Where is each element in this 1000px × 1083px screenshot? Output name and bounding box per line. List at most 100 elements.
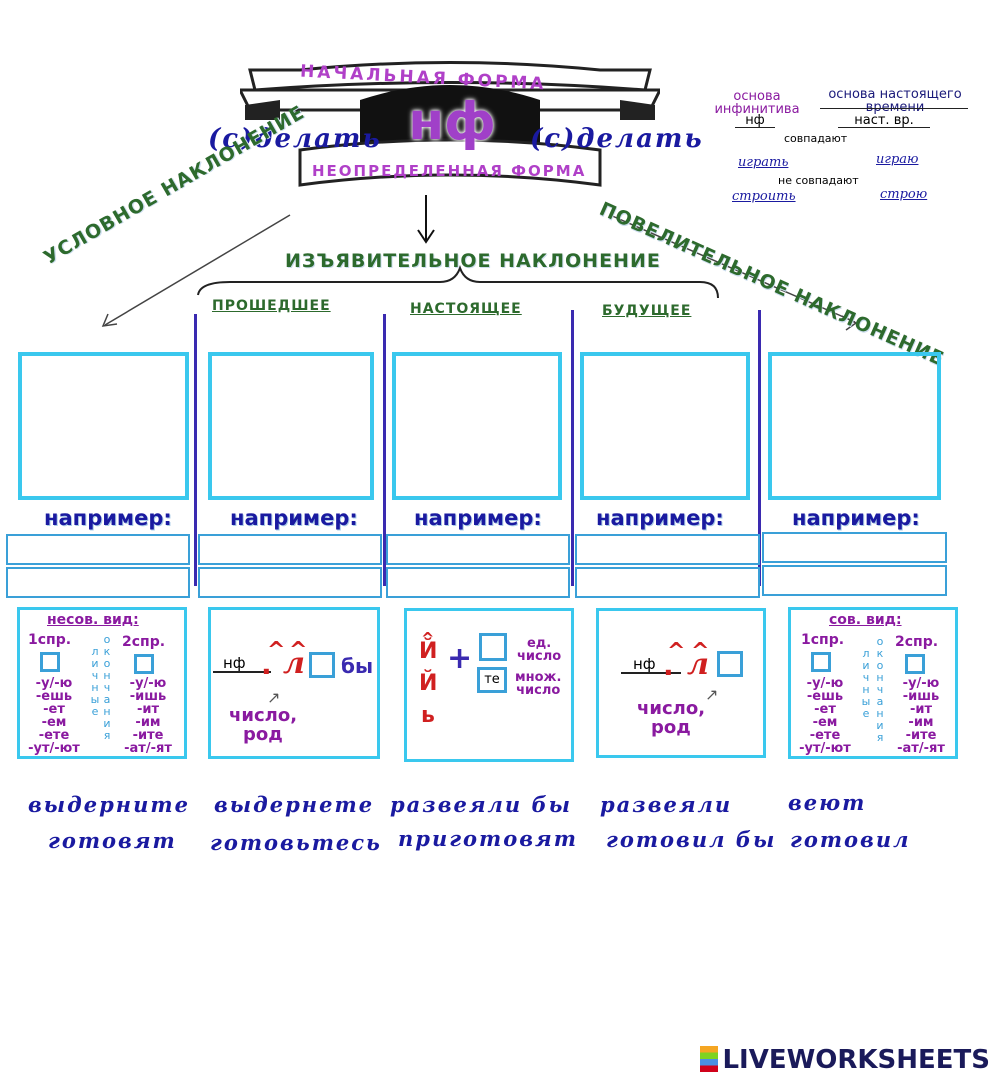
- answer-box-past[interactable]: [208, 352, 374, 500]
- example-field[interactable]: [386, 567, 570, 598]
- pres-base-line: [820, 108, 968, 109]
- arrow-icon: ↗: [267, 688, 281, 707]
- conj2-box: [134, 654, 154, 674]
- word-chip[interactable]: выдерните: [28, 792, 190, 817]
- conj1-label: 1спр.: [801, 632, 845, 648]
- word-chip[interactable]: приготовят: [398, 826, 578, 851]
- conj1-endings: -у/-ю-ешь-ет-ем-ете-ут/-ют: [799, 676, 851, 756]
- nf-title: нф: [408, 92, 496, 152]
- suffix-l: л: [283, 646, 305, 681]
- logo-icon: [700, 1046, 719, 1072]
- number-gender-label: число,род: [637, 698, 706, 738]
- plural-label: множ.число: [515, 670, 562, 698]
- legend-nf: нф: [735, 114, 775, 128]
- answer-box-conditional[interactable]: [18, 352, 189, 500]
- example-field[interactable]: [386, 534, 570, 565]
- ending-box: [717, 651, 743, 677]
- card-future: нф ^ . ^ л ↗ число,род: [596, 608, 766, 758]
- word-chip[interactable]: готовят: [48, 828, 177, 853]
- number-gender-label: число,род: [229, 705, 298, 745]
- word-chip[interactable]: готовьтесь: [210, 830, 382, 855]
- tense-future: БУДУЩЕЕ: [602, 303, 692, 319]
- match-label: совпадают: [784, 132, 848, 145]
- tense-present: НАСТОЯЩЕЕ: [410, 301, 522, 317]
- logo-text: LIVEWORKSHEETS: [722, 1045, 990, 1075]
- tense-past: ПРОШЕДШЕЕ: [212, 298, 331, 314]
- suffix-hat: ^: [289, 638, 308, 663]
- example-label: например:: [792, 506, 920, 530]
- card-past: нф ^ . ^ л бы ↗ число,род: [208, 607, 380, 759]
- right-verb: (с)делать: [530, 124, 704, 154]
- plural-te-box: те: [477, 667, 507, 693]
- letter-i-2: й: [419, 671, 438, 696]
- example-field[interactable]: [762, 565, 947, 596]
- example-field[interactable]: [198, 567, 382, 598]
- suffix-hat: ^: [667, 639, 686, 664]
- stroyu-word: строю: [880, 187, 928, 202]
- suffix-hat: ^: [691, 639, 710, 664]
- card-present: ^ й й ь + те ед.число множ.число: [404, 608, 574, 762]
- nomatch-label: не совпадают: [778, 174, 859, 187]
- example-field[interactable]: [6, 567, 190, 598]
- word-chip[interactable]: развеяли бы: [390, 792, 573, 817]
- word-chip[interactable]: готовил бы: [606, 827, 777, 852]
- ending-box: [309, 652, 335, 678]
- example-field[interactable]: [6, 534, 190, 565]
- example-field[interactable]: [575, 567, 760, 598]
- arrow-icon: ↗: [705, 685, 719, 704]
- left-verb: (с)делать: [208, 124, 382, 154]
- nf-base-line: [213, 671, 271, 673]
- arc-bottom-label: НЕОПРЕДЕЛЕННАЯ ФОРМА: [312, 162, 587, 180]
- letter-i: й: [419, 639, 438, 664]
- indicative-mood-label: ИЗЪЯВИТЕЛЬНОЕ НАКЛОНЕНИЕ: [285, 250, 661, 272]
- card-title: сов. вид:: [829, 612, 902, 628]
- answer-box-present[interactable]: [392, 352, 562, 500]
- singular-box: [479, 633, 507, 661]
- card-title: несов. вид:: [47, 612, 139, 628]
- nf-base-line: [621, 672, 681, 674]
- liveworksheets-logo: LIVEWORKSHEETS: [700, 1045, 990, 1075]
- dot-mark: .: [261, 648, 272, 681]
- conj1-endings: -у/-ю-ешь-ет-ем-ете-ут/-ют: [28, 676, 80, 756]
- divider: [194, 314, 197, 586]
- example-label: например:: [230, 506, 358, 530]
- igrayu-word: играю: [876, 152, 919, 167]
- word-chip[interactable]: выдернете: [214, 792, 375, 817]
- divider: [758, 310, 761, 586]
- igrat-word: играть: [738, 155, 789, 170]
- stroit-word: строить: [732, 189, 796, 204]
- divider: [571, 310, 574, 586]
- example-label: например:: [44, 506, 172, 530]
- nf-label: нф: [633, 655, 656, 673]
- conj1-box: [811, 652, 831, 672]
- answer-box-imperative[interactable]: [768, 352, 941, 500]
- conj2-box: [905, 654, 925, 674]
- card-imperfective: несов. вид: 1спр. 2спр. -у/-ю-ешь-ет-ем-…: [17, 607, 187, 759]
- word-chip[interactable]: веют: [788, 790, 867, 815]
- example-field[interactable]: [762, 532, 947, 563]
- word-chip[interactable]: готовил: [790, 827, 911, 852]
- example-field[interactable]: [198, 534, 382, 565]
- conj2-endings: -у/-ю-ишь-ит-им-ите-ат/-ят: [897, 676, 945, 756]
- legend-nast: наст. вр.: [838, 114, 930, 128]
- arch-graphic: [240, 61, 660, 187]
- conj1-box: [40, 652, 60, 672]
- example-label: например:: [414, 506, 542, 530]
- by-particle: бы: [341, 654, 374, 678]
- conj2-label: 2спр.: [895, 634, 939, 650]
- soft-sign: ь: [421, 703, 435, 728]
- conj2-endings: -у/-ю-ишь-ит-им-ите-ат/-ят: [124, 676, 172, 756]
- inf-base-label: основа инфинитива: [714, 89, 800, 117]
- word-chip[interactable]: развеяли: [600, 792, 733, 817]
- dot-mark: .: [663, 649, 674, 682]
- suffix-l: л: [687, 647, 709, 682]
- suffix-hat: ^: [267, 638, 286, 663]
- divider: [383, 314, 386, 586]
- example-field[interactable]: [575, 534, 760, 565]
- answer-box-future[interactable]: [580, 352, 750, 500]
- plus-sign: +: [447, 641, 473, 676]
